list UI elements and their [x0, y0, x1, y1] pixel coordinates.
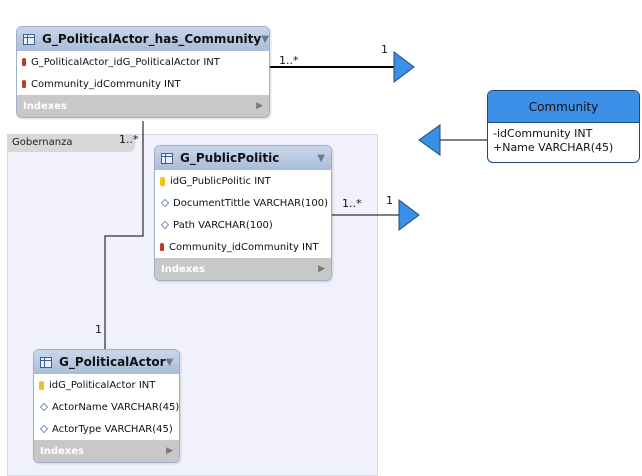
arrow-head-has-community: [393, 51, 415, 83]
primary-key-icon: [39, 380, 44, 390]
column-label: idG_PublicPolitic INT: [170, 175, 271, 187]
table-title: G_PublicPolitic: [180, 151, 280, 165]
multiplicity-label: 1..*: [119, 133, 139, 146]
arrow-head-public-politic: [398, 199, 420, 231]
expand-triangle-icon[interactable]: ▶: [256, 101, 263, 111]
uml-attribute: -idCommunity INT: [493, 127, 593, 140]
indexes-bar[interactable]: Indexes ▶: [17, 95, 269, 117]
collapse-triangle-icon[interactable]: ▼: [317, 152, 325, 164]
table-column-row[interactable]: ActorType VARCHAR(45): [34, 418, 179, 440]
column-label: DocumentTittle VARCHAR(100): [173, 197, 329, 209]
column-label: G_PoliticalActor_idG_PoliticalActor INT: [31, 56, 220, 68]
column-label: ActorName VARCHAR(45): [52, 401, 180, 413]
column-label: Community_idCommunity INT: [169, 241, 319, 253]
column-diamond-icon: [160, 198, 170, 208]
table-header[interactable]: G_PoliticalActor_has_Community ▼: [17, 27, 269, 51]
multiplicity-label: 1: [95, 323, 102, 336]
indexes-label: Indexes: [161, 263, 205, 275]
table-column-row[interactable]: ActorName VARCHAR(45): [34, 396, 179, 418]
indexes-label: Indexes: [23, 100, 67, 112]
table-icon: [161, 152, 173, 164]
arrow-head-community: [418, 124, 441, 156]
uml-class-community[interactable]: Community -idCommunity INT +Name VARCHAR…: [487, 90, 640, 163]
foreign-key-icon: [22, 58, 26, 66]
indexes-bar[interactable]: Indexes ▶: [155, 258, 331, 280]
region-label: Gobernanza: [7, 134, 135, 152]
table-column-row[interactable]: Community_idCommunity INT: [17, 73, 269, 95]
foreign-key-icon: [160, 243, 164, 251]
column-label: Community_idCommunity INT: [31, 78, 181, 90]
connector-has-community-to-actor: [104, 121, 144, 350]
column-label: idG_PoliticalActor INT: [49, 379, 156, 391]
table-column-row[interactable]: Path VARCHAR(100): [155, 214, 331, 236]
table-political-actor-has-community[interactable]: G_PoliticalActor_has_Community ▼ G_Polit…: [16, 26, 270, 118]
table-icon: [23, 33, 35, 45]
expand-triangle-icon[interactable]: ▶: [318, 264, 325, 274]
table-political-actor[interactable]: G_PoliticalActor ▼ idG_PoliticalActor IN…: [33, 349, 180, 463]
expand-triangle-icon[interactable]: ▶: [166, 446, 173, 456]
table-public-politic[interactable]: G_PublicPolitic ▼ idG_PublicPolitic INT …: [154, 145, 332, 281]
multiplicity-label: 1..*: [279, 54, 299, 67]
column-diamond-icon: [39, 424, 49, 434]
column-diamond-icon: [160, 220, 170, 230]
indexes-bar[interactable]: Indexes ▶: [34, 440, 179, 462]
table-title: G_PoliticalActor: [59, 355, 166, 369]
table-column-row[interactable]: idG_PoliticalActor INT: [34, 374, 179, 396]
column-label: ActorType VARCHAR(45): [52, 423, 173, 435]
uml-class-name: Community: [488, 91, 639, 123]
collapse-triangle-icon[interactable]: ▼: [165, 356, 174, 368]
multiplicity-label: 1: [381, 43, 388, 56]
table-column-row[interactable]: idG_PublicPolitic INT: [155, 170, 331, 192]
table-title: G_PoliticalActor_has_Community: [42, 32, 262, 46]
multiplicity-label: 1: [386, 194, 393, 207]
table-column-row[interactable]: Community_idCommunity INT: [155, 236, 331, 258]
table-header[interactable]: G_PoliticalActor ▼: [34, 350, 179, 374]
uml-attribute: +Name VARCHAR(45): [493, 141, 614, 154]
table-icon: [40, 356, 52, 368]
column-label: Path VARCHAR(100): [173, 219, 273, 231]
foreign-key-icon: [22, 80, 26, 88]
table-column-row[interactable]: DocumentTittle VARCHAR(100): [155, 192, 331, 214]
collapse-triangle-icon[interactable]: ▼: [261, 33, 269, 45]
multiplicity-label: 1..*: [342, 197, 362, 210]
table-column-row[interactable]: G_PoliticalActor_idG_PoliticalActor INT: [17, 51, 269, 73]
indexes-label: Indexes: [40, 445, 84, 457]
column-diamond-icon: [39, 402, 49, 412]
primary-key-icon: [160, 176, 165, 186]
table-header[interactable]: G_PublicPolitic ▼: [155, 146, 331, 170]
